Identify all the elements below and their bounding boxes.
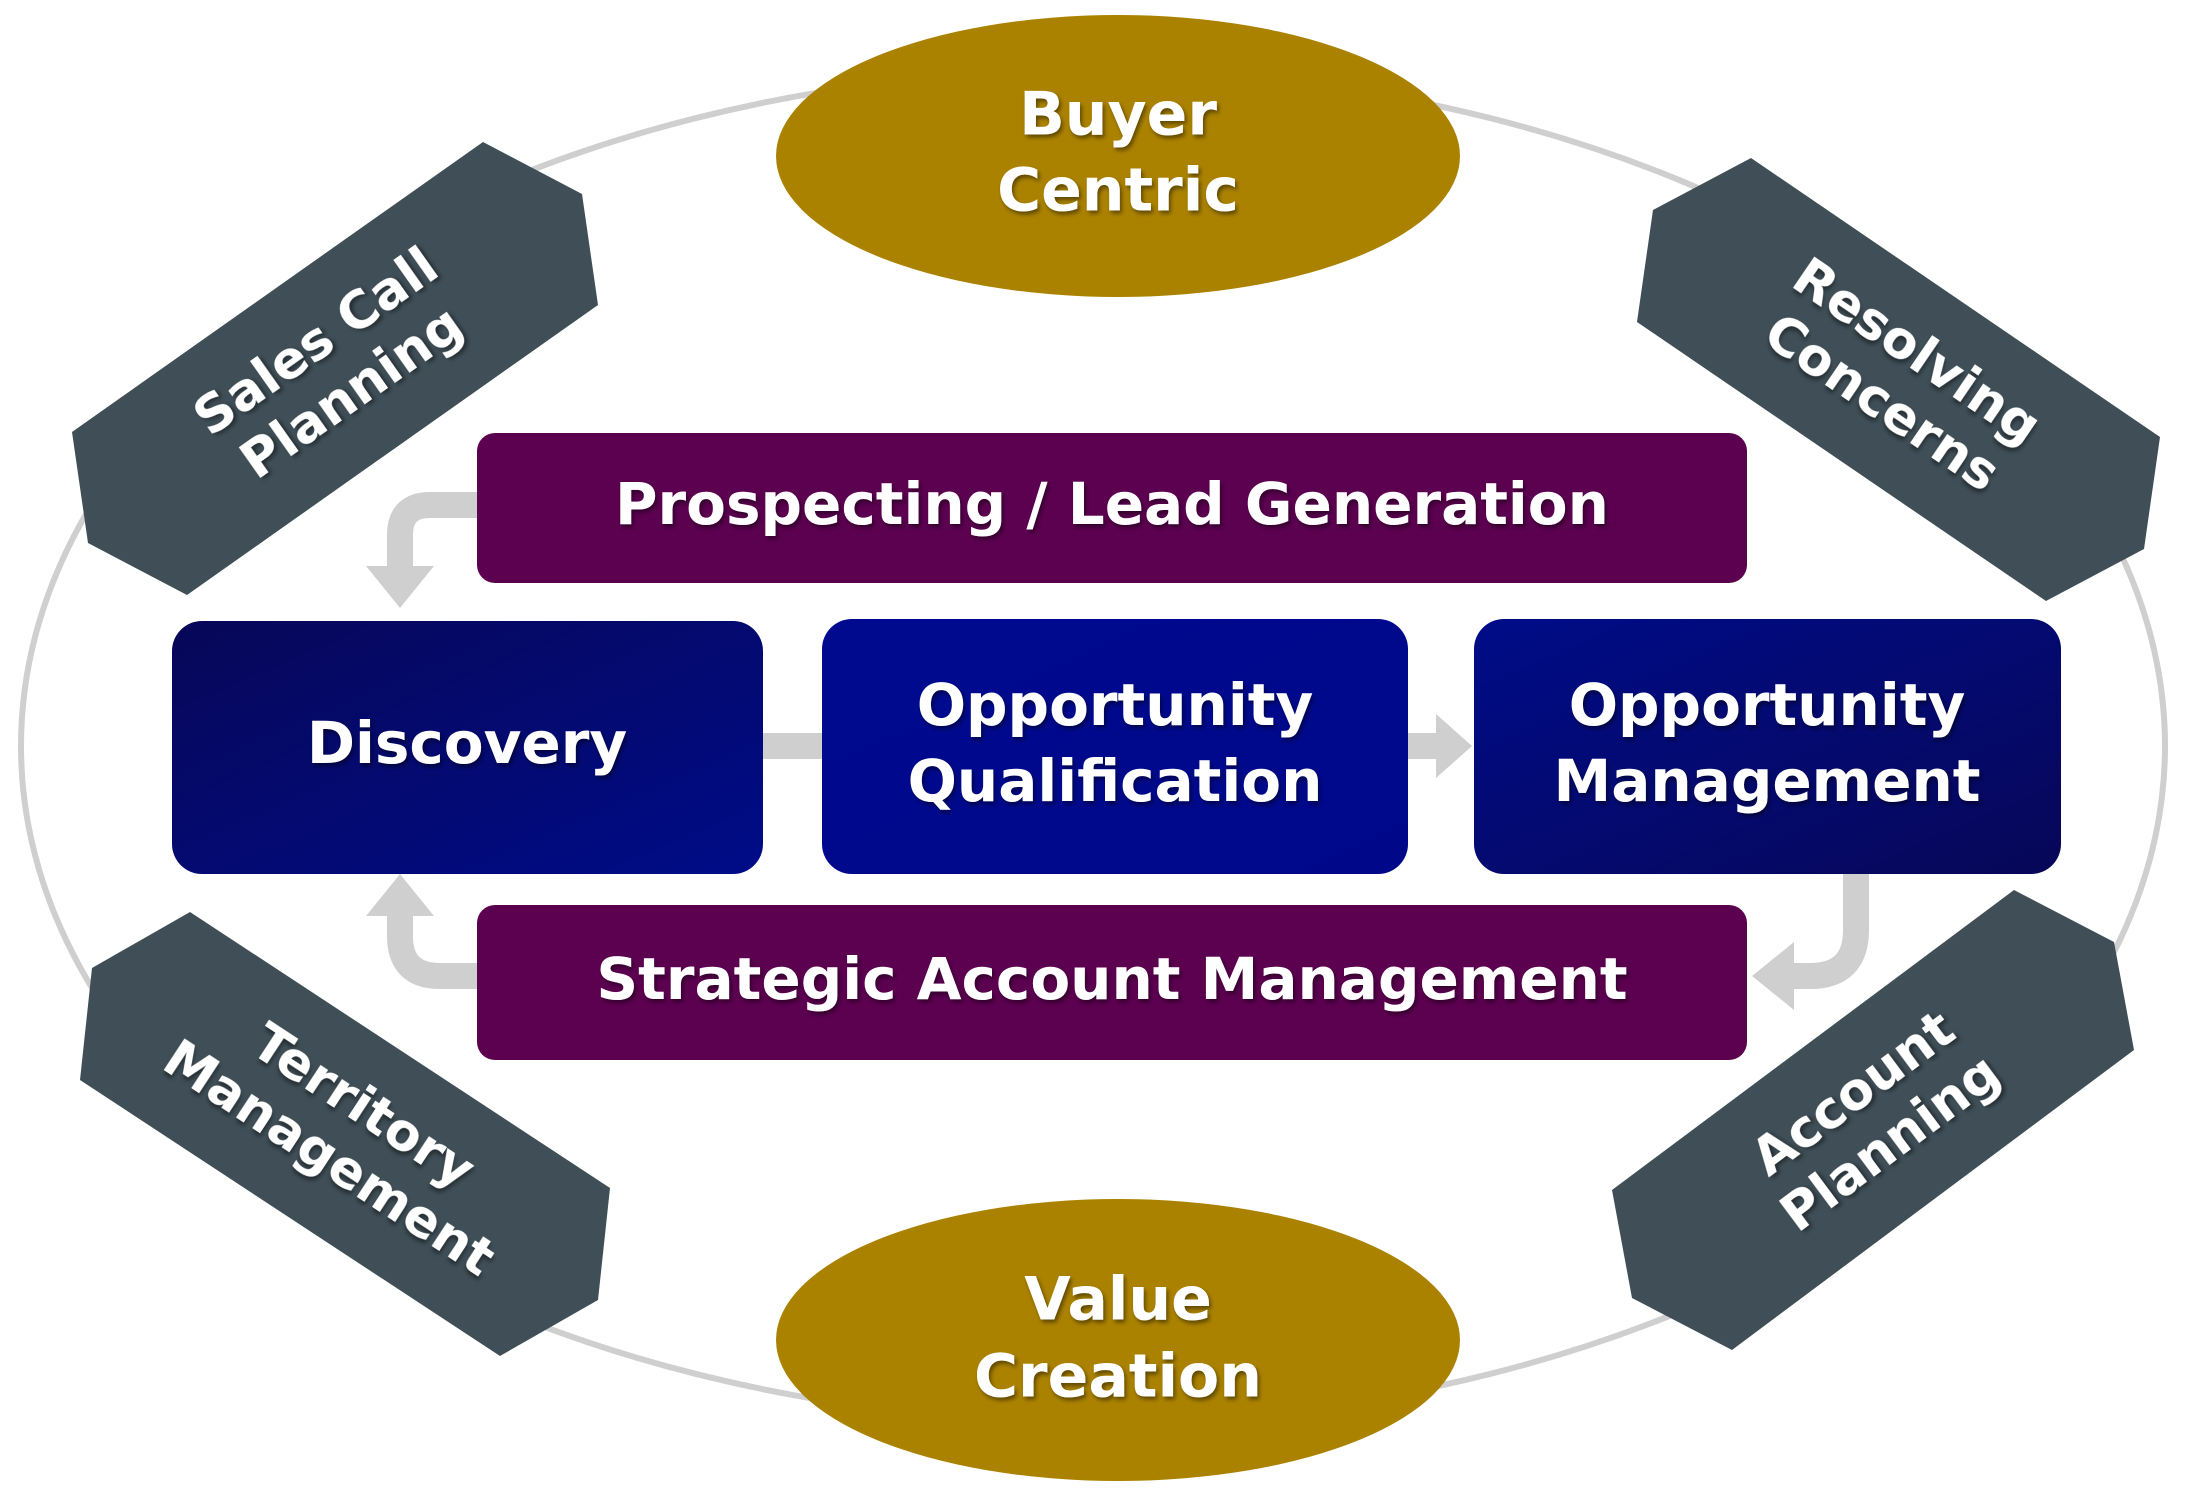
stage-discovery: Discovery: [172, 621, 763, 874]
oval-value-creation-line2: Creation: [974, 1342, 1262, 1412]
arrow-head-strategic-in: [1752, 942, 1794, 1010]
stage-opportunity-management: Opportunity Management: [1474, 619, 2061, 874]
flow-arrows: [366, 492, 1869, 1010]
band-prospecting-lead-generation: Prospecting / Lead Generation: [477, 433, 1747, 583]
oval-buyer-centric-line2: Centric: [997, 156, 1239, 226]
band-prospecting-lead-generation-label: Prospecting / Lead Generation: [615, 470, 1609, 538]
oval-buyer-centric: Buyer Centric: [776, 15, 1460, 297]
arrow-head-discovery-in: [366, 566, 434, 608]
band-strategic-account-management: Strategic Account Management: [477, 905, 1747, 1060]
arrow-strategic-to-discovery: [387, 912, 478, 989]
oval-value-creation-line1: Value: [1024, 1265, 1212, 1335]
arrow-head-discovery-from-strategic: [366, 874, 434, 916]
oval-buyer-centric-line1: Buyer: [1019, 80, 1217, 150]
band-strategic-account-management-label: Strategic Account Management: [596, 945, 1627, 1013]
hexagon-resolving-concerns: Resolving Concerns: [1637, 158, 2160, 601]
oval-value-creation: Value Creation: [776, 1199, 1460, 1481]
stage-discovery-label: Discovery: [307, 709, 627, 777]
stage-opportunity-management-line2: Management: [1554, 747, 1981, 815]
stage-opportunity-management-line1: Opportunity: [1569, 671, 1966, 739]
arrow-head-management-in: [1436, 714, 1472, 778]
stage-opportunity-qualification-line2: Qualification: [908, 747, 1323, 815]
arrow-management-to-strategic: [1790, 873, 1869, 989]
stage-opportunity-qualification-line1: Opportunity: [917, 671, 1314, 739]
arrow-prospecting-to-discovery: [387, 492, 478, 570]
hexagon-account-planning: Account Planning: [1612, 890, 2134, 1350]
stage-opportunity-qualification: Opportunity Qualification: [822, 619, 1408, 874]
